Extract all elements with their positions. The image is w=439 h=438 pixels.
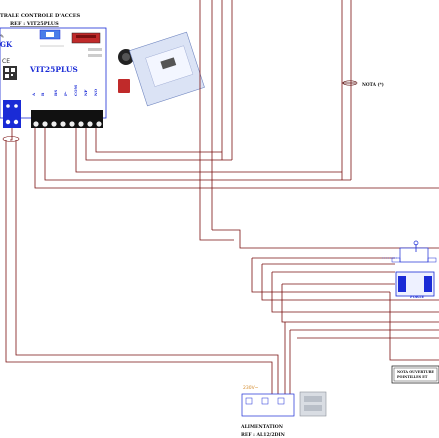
psu-terminals [241,393,295,417]
tag-icon [118,79,130,93]
voltage-label: 230V~ [243,385,259,391]
porte-label: PORTE [410,295,424,299]
brand-logo-text: GK [0,40,13,49]
terminal-label-bs: BS [53,90,58,96]
psu-title: ALIMENTATION [240,424,284,430]
terminal-label-com: COM [73,84,78,96]
psu-module [299,391,327,417]
lock-housing [399,247,429,263]
brand-logo: GK ✎ [0,34,13,49]
terminal-label-no: NO [93,88,98,96]
diagram-ref: REF : VIT25PLUS [10,21,59,27]
terminal-label-p: P- [63,91,68,96]
terminal-label-nf: NF [83,89,88,96]
reader-module [118,31,205,107]
ce-mark: CE [2,58,10,65]
screw-terminal-strip [31,110,103,128]
nota-overture-line2: POINTILLES ET [397,375,428,379]
nota-overture-box: NOTA OUVERTURE POINTILLES ET [391,365,439,384]
terminal-labels: A B BS P- COM NF NO [31,84,98,97]
terminal-label-a: A [31,92,36,97]
nota-overture-line1: NOTA OUVERTURE [397,370,434,374]
psu-ref: REF : AL12/2DIN [241,432,286,438]
power-supply: 230V~ ALIMENTATION REF : AL12/2DIN [240,385,327,438]
power-terminal-block [3,100,21,128]
door-lock-module: PORTE [382,240,437,299]
access-control-central: GK ✎ CE VIT25PLUS A B BS P- COM NF NO [0,27,107,128]
terminal-label-b: B [40,92,45,96]
diagram-title: TRALE CONTROLE D'ACCES [0,13,81,19]
central-model-label: VIT25PLUS [29,65,78,74]
nota-star-label: NOTA (*) [362,83,384,88]
wiring [2,0,439,398]
brand-glyph-icon: ✎ [0,34,4,40]
